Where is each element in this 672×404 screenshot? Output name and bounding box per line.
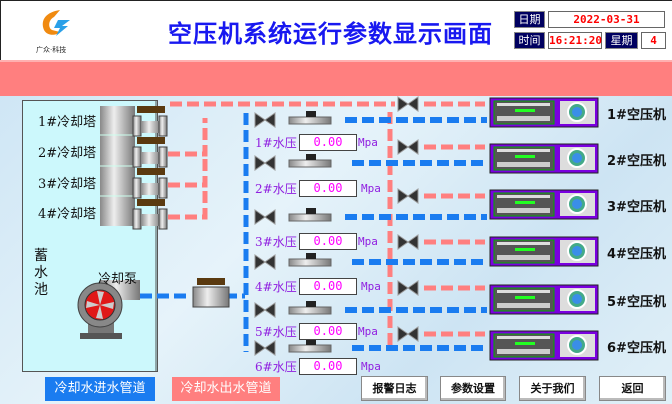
pressure-value: 0.00 <box>299 180 357 197</box>
pressure-unit: Mpa <box>361 360 381 373</box>
time-value: 16:21:20 <box>548 32 602 49</box>
outlet-valve-icon <box>397 234 419 250</box>
pressure-label: 1#水压 <box>255 136 297 150</box>
tower-valve-icon <box>132 168 168 199</box>
back-button[interactable]: 返回 <box>599 376 666 401</box>
inlet-valve-flowmeter-icon <box>254 111 332 128</box>
tower-label: 2#冷却塔 <box>38 146 97 161</box>
pressure-unit: Mpa <box>361 280 381 293</box>
inlet-valve-flowmeter-icon <box>254 339 332 356</box>
air-compressor-icon <box>489 330 599 361</box>
pool-label: 蓄水池 <box>34 248 48 298</box>
pressure-label: 4#水压 <box>255 280 297 294</box>
pressure-unit: Mpa <box>361 182 381 195</box>
pressure-label: 6#水压 <box>255 360 297 374</box>
pressure-value: 0.00 <box>299 358 357 375</box>
page-title: 空压机系统运行参数显示画面 <box>168 19 493 48</box>
pressure-unit: Mpa <box>358 136 378 149</box>
pressure-value: 0.00 <box>299 233 357 250</box>
pump-label: 冷却泵 <box>98 272 138 287</box>
air-compressor-icon <box>489 143 599 174</box>
compressor-label: 6#空压机 <box>607 341 666 356</box>
tower-label: 1#冷却塔 <box>38 115 97 130</box>
inlet-valve-flowmeter-icon <box>254 253 332 270</box>
alarm-log-button[interactable]: 报警日志 <box>361 376 428 401</box>
pressure-value: 0.00 <box>299 278 357 295</box>
pressure-value: 0.00 <box>299 134 357 151</box>
legend-inlet: 冷却水进水管道 <box>45 377 155 401</box>
air-compressor-icon <box>489 97 599 128</box>
compressor-label: 1#空压机 <box>607 108 666 123</box>
about-button[interactable]: 关于我们 <box>519 376 586 401</box>
settings-button[interactable]: 参数设置 <box>440 376 506 401</box>
outlet-valve-icon <box>397 139 419 155</box>
pressure-value: 0.00 <box>299 323 357 340</box>
time-label: 时间 <box>514 32 545 49</box>
tower-valve-icon <box>132 199 168 230</box>
inlet-valve-flowmeter-icon <box>254 154 332 171</box>
tower-valve-icon <box>132 137 168 168</box>
pressure-unit: Mpa <box>358 325 378 338</box>
cooling-pump-icon <box>77 280 140 339</box>
compressor-label: 4#空压机 <box>607 247 666 262</box>
main-valve-icon <box>192 278 230 308</box>
date-value: 2022-03-31 <box>548 11 665 28</box>
header <box>0 0 672 60</box>
legend-outlet: 冷却水出水管道 <box>172 377 280 401</box>
air-compressor-icon <box>489 284 599 315</box>
compressor-label: 3#空压机 <box>607 200 666 215</box>
pressure-label: 3#水压 <box>255 235 297 249</box>
logo-icon <box>38 8 74 38</box>
pressure-unit: Mpa <box>358 235 378 248</box>
outlet-valve-icon <box>397 188 419 204</box>
inlet-valve-flowmeter-icon <box>254 208 332 225</box>
air-compressor-icon <box>489 189 599 220</box>
weekday-label: 星期 <box>605 32 638 49</box>
inlet-valve-flowmeter-icon <box>254 301 332 318</box>
outlet-valve-icon <box>397 326 419 342</box>
logo-text: 广众·科技 <box>36 46 67 54</box>
air-compressor-icon <box>489 236 599 267</box>
pressure-label: 2#水压 <box>255 182 297 196</box>
compressor-label: 2#空压机 <box>607 154 666 169</box>
outlet-valve-icon <box>397 96 419 112</box>
status-bar <box>0 60 672 96</box>
weekday-value: 4 <box>641 32 666 49</box>
pressure-label: 5#水压 <box>255 325 297 339</box>
outlet-valve-icon <box>397 280 419 296</box>
tower-label: 4#冷却塔 <box>38 207 97 222</box>
date-label: 日期 <box>514 11 545 28</box>
tower-valve-icon <box>132 106 168 137</box>
compressor-label: 5#空压机 <box>607 295 666 310</box>
tower-label: 3#冷却塔 <box>38 177 97 192</box>
